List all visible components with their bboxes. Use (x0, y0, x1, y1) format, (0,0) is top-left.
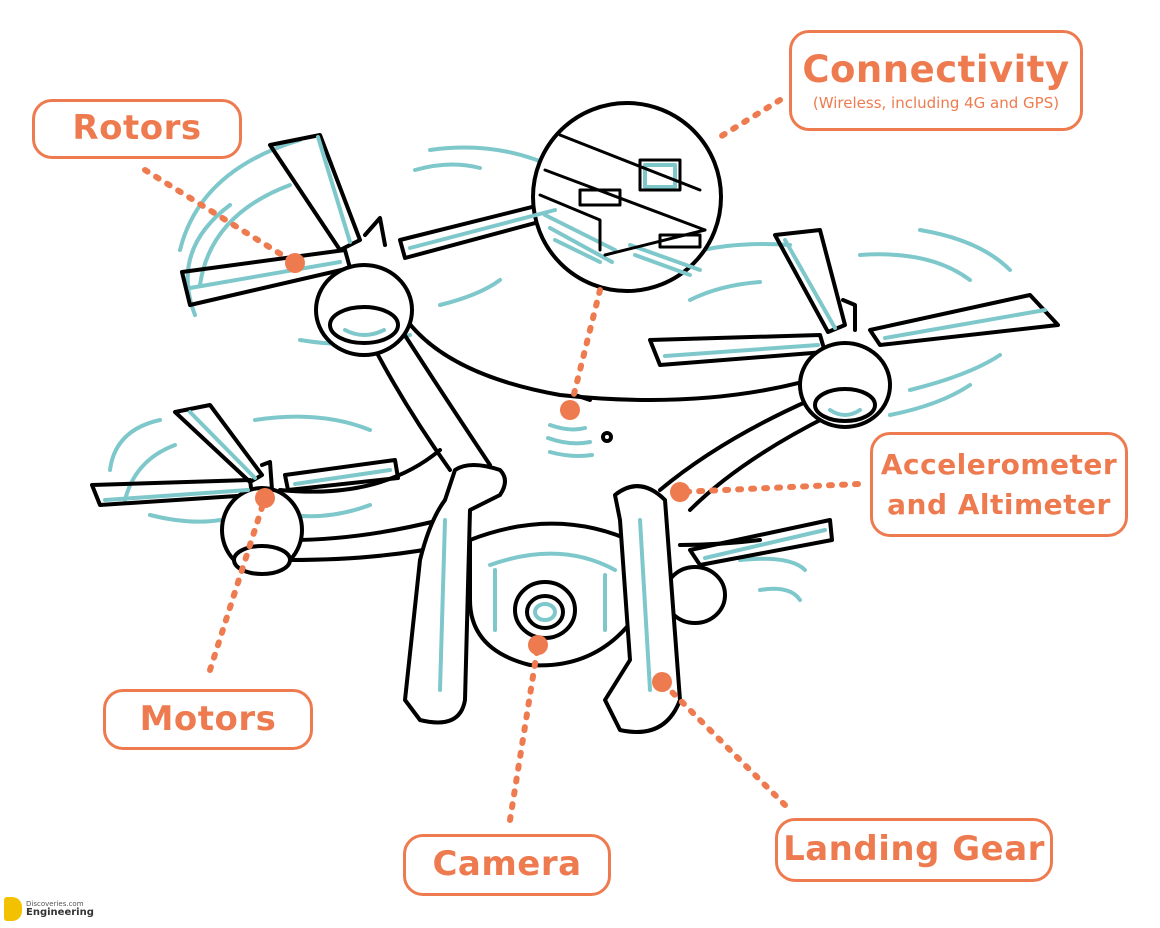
callout-camera: Camera (403, 834, 611, 896)
label-motors: Motors (139, 698, 277, 739)
label-connectivity: Connectivity (802, 47, 1070, 91)
leader-connectivity (712, 97, 783, 143)
callout-accelerometer: Accelerometer and Altimeter (870, 432, 1128, 537)
label-landing-gear: Landing Gear (783, 829, 1045, 870)
leader-landing (659, 679, 788, 808)
watermark-bottom-text: Engineering (26, 906, 94, 918)
callout-rotors: Rotors (32, 99, 242, 159)
watermark-top-text: Discoveries.com (26, 899, 84, 908)
leader-dots (255, 253, 690, 692)
leader-lines (142, 97, 861, 823)
leader-motors (207, 495, 268, 673)
callout-connectivity: Connectivity (Wireless, including 4G and… (789, 30, 1083, 131)
leader-camera (507, 642, 541, 823)
label-accelerometer-line1: Accelerometer (880, 448, 1118, 482)
watermark: Discoveries.com Engineering (4, 897, 94, 921)
label-camera: Camera (432, 844, 582, 885)
leader-rotors (142, 167, 298, 266)
label-connectivity-subtitle: (Wireless, including 4G and GPS) (812, 94, 1060, 113)
label-rotors: Rotors (72, 108, 202, 149)
label-accelerometer-line2: and Altimeter (887, 487, 1111, 521)
callout-landing-gear: Landing Gear (775, 818, 1053, 882)
drone-frame (90, 101, 1060, 734)
leader-accelerometer (677, 481, 861, 495)
watermark-logo-icon (4, 897, 22, 921)
drone-teal-details (103, 135, 1047, 692)
callout-motors: Motors (103, 689, 313, 750)
connectivity-circuit (538, 133, 707, 257)
leader-connectivity-down (567, 287, 603, 413)
